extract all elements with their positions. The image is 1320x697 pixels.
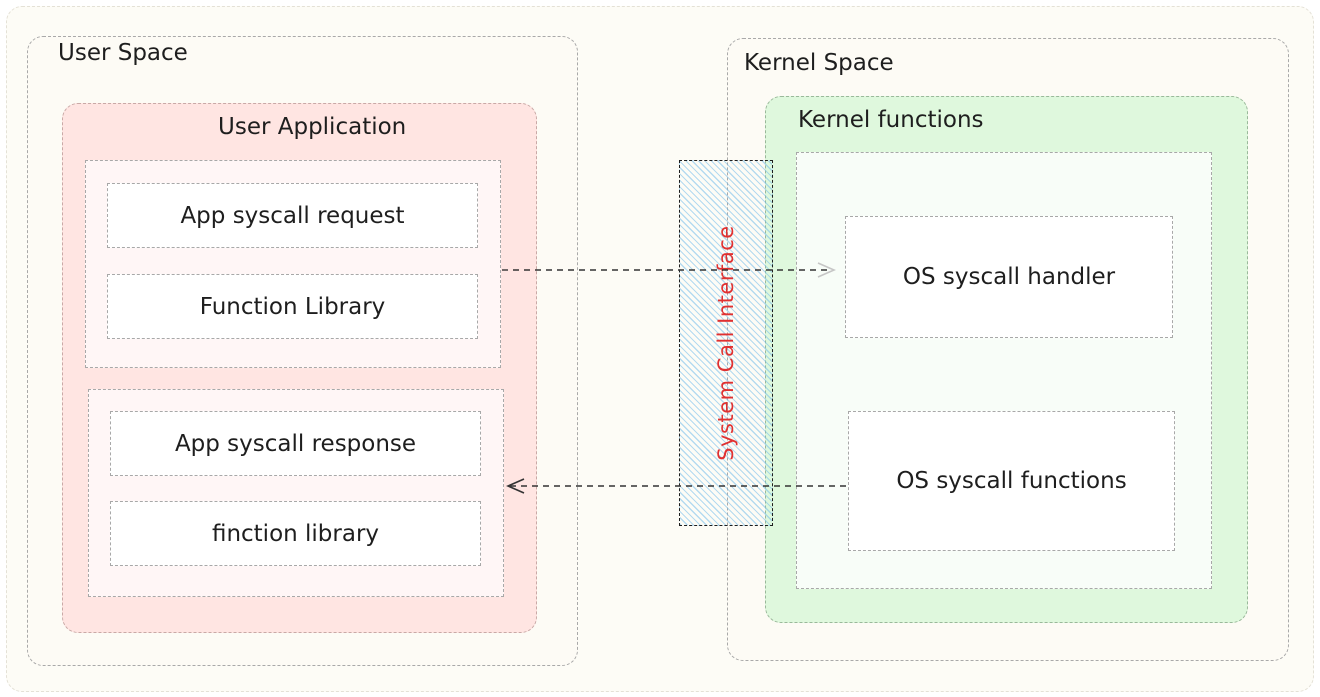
- function-library-box: Function Library: [107, 274, 478, 339]
- kernel-space-title: Kernel Space: [744, 50, 894, 76]
- os-syscall-functions-box: OS syscall functions: [848, 411, 1175, 551]
- os-syscall-handler-box: OS syscall handler: [845, 216, 1173, 338]
- kernel-functions-title: Kernel functions: [798, 107, 984, 133]
- app-syscall-response-box: App syscall response: [110, 411, 481, 476]
- response-function-library-box: finction library: [110, 501, 481, 566]
- user-application-title: User Application: [218, 114, 407, 140]
- system-call-interface-box: System Call Interface: [679, 160, 773, 526]
- request-arrow: [502, 262, 836, 278]
- arrow-head-icon: [817, 262, 836, 278]
- user-space-title: User Space: [58, 40, 188, 66]
- arrow-head-icon: [506, 478, 525, 494]
- response-arrow: [506, 478, 846, 494]
- app-syscall-request-box: App syscall request: [107, 183, 478, 248]
